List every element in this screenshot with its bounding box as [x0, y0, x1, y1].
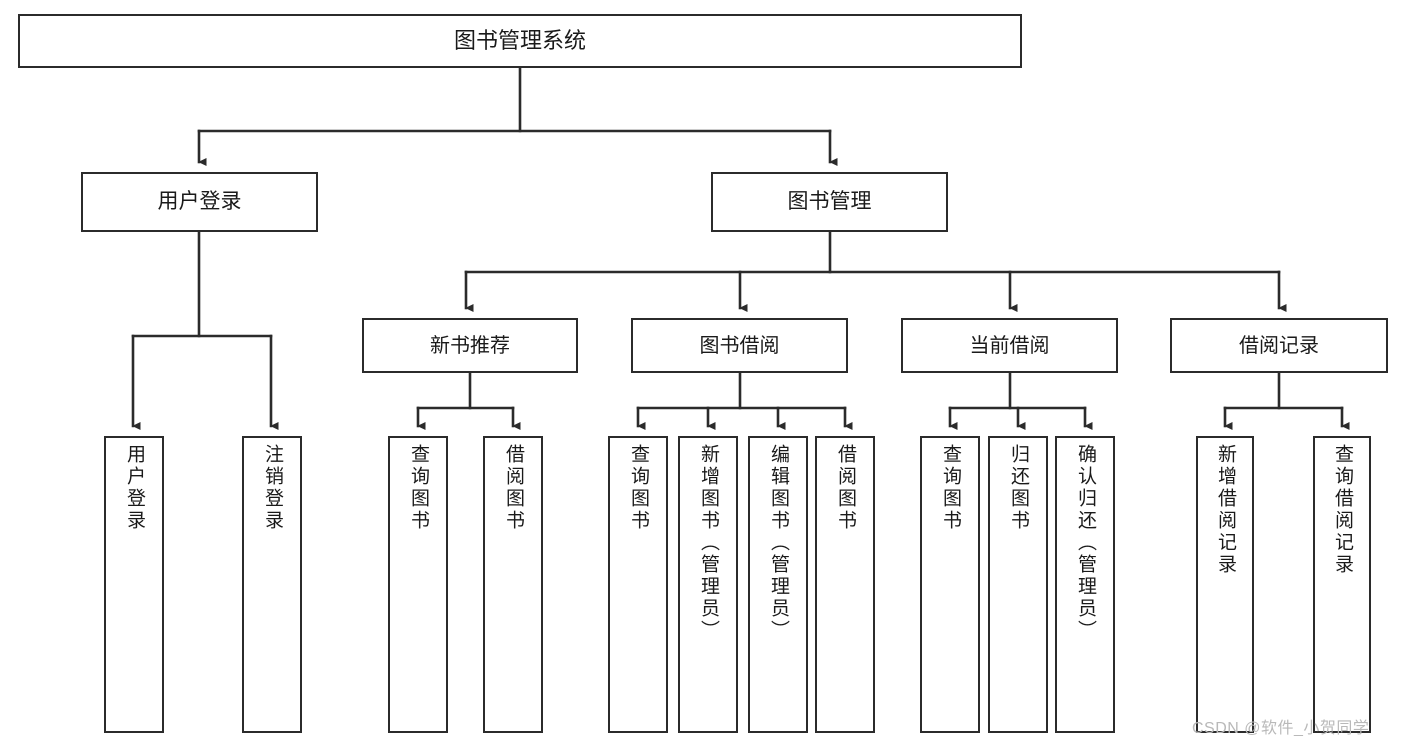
node-book-management[interactable]: 图书管理: [711, 172, 948, 232]
node-label: 查询图书: [627, 444, 649, 532]
node-label: 新增图书（管理员）: [697, 444, 719, 642]
node-label: 归还图书: [1007, 444, 1029, 532]
node-leaf-borrow-books-borrowing[interactable]: 借阅图书: [815, 436, 875, 733]
node-label: 用户登录: [157, 190, 242, 214]
node-label: 当前借阅: [969, 334, 1050, 357]
node-label: 查询图书: [939, 444, 961, 532]
node-leaf-edit-book-admin[interactable]: 编辑图书（管理员）: [748, 436, 808, 733]
node-current-borrowing[interactable]: 当前借阅: [901, 318, 1118, 373]
node-label: 图书管理: [787, 190, 872, 214]
node-book-borrowing[interactable]: 图书借阅: [631, 318, 848, 373]
node-label: 借阅记录: [1239, 334, 1319, 357]
node-label: 编辑图书（管理员）: [767, 444, 789, 642]
node-leaf-logout[interactable]: 注销登录: [242, 436, 302, 733]
node-leaf-search-borrow-record[interactable]: 查询借阅记录: [1313, 436, 1371, 733]
node-label: 图书管理系统: [453, 27, 586, 53]
node-label: 确认归还（管理员）: [1074, 444, 1096, 642]
node-leaf-add-book-admin[interactable]: 新增图书（管理员）: [678, 436, 738, 733]
node-label: 注销登录: [261, 444, 283, 532]
node-leaf-confirm-return-admin[interactable]: 确认归还（管理员）: [1055, 436, 1115, 733]
node-label: 用户登录: [123, 444, 145, 532]
node-label: 借阅图书: [502, 444, 524, 532]
node-new-book-recommendation[interactable]: 新书推荐: [362, 318, 578, 373]
node-leaf-return-books[interactable]: 归还图书: [988, 436, 1048, 733]
csdn-watermark: CSDN @软件_小贺同学: [1192, 720, 1370, 737]
node-label: 新增借阅记录: [1214, 444, 1236, 576]
node-borrowing-records[interactable]: 借阅记录: [1170, 318, 1388, 373]
node-label: 新书推荐: [430, 334, 510, 357]
node-leaf-borrow-books-recommendation[interactable]: 借阅图书: [483, 436, 543, 733]
node-label: 借阅图书: [834, 444, 856, 532]
node-leaf-search-books-current[interactable]: 查询图书: [920, 436, 980, 733]
node-label: 查询借阅记录: [1331, 444, 1353, 576]
node-leaf-user-login[interactable]: 用户登录: [104, 436, 164, 733]
node-leaf-search-books-borrowing[interactable]: 查询图书: [608, 436, 668, 733]
node-label: 图书借阅: [699, 334, 780, 357]
node-label: 查询图书: [407, 444, 429, 532]
node-leaf-search-books-recommendation[interactable]: 查询图书: [388, 436, 448, 733]
node-root-book-management-system[interactable]: 图书管理系统: [18, 14, 1022, 68]
node-leaf-add-borrow-record[interactable]: 新增借阅记录: [1196, 436, 1254, 733]
node-user-login[interactable]: 用户登录: [81, 172, 318, 232]
